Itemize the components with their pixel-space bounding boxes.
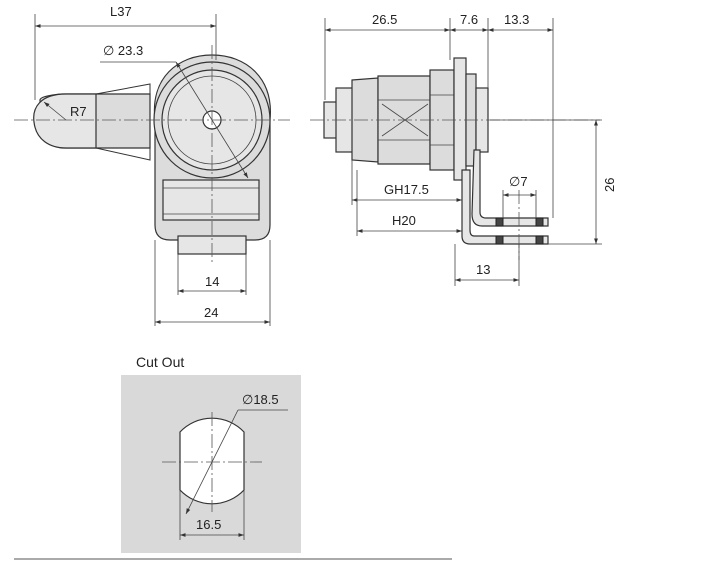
outer-width-dimension: 24 [204,305,218,320]
housing-diameter-dimension: ∅ 23.3 [103,43,143,58]
front-view: L37 ∅ 23.3 R7 14 24 [14,4,290,326]
height-dimension: H20 [392,213,416,228]
body-length-dimension: 26.5 [372,12,397,27]
cutout-diameter-dimension: ∅18.5 [242,392,279,407]
cutout-view: Cut Out ∅18.5 16.5 [121,354,301,553]
cam-height-dimension: 26 [602,178,617,192]
length-dimension: L37 [110,4,132,19]
lower-housing [162,179,260,221]
cutout-flat-width-dimension: 16.5 [196,517,221,532]
flange-dimension: 7.6 [460,12,478,27]
inner-width-dimension: 14 [205,274,219,289]
grip-height-dimension: GH17.5 [384,182,429,197]
cutout-title: Cut Out [136,354,184,370]
flange [453,57,467,181]
side-view: 26.5 7.6 13.3 GH17.5 H20 ∅7 26 13 [310,12,617,286]
handle-tip [33,93,97,149]
cam-hole-dimension: ∅7 [509,174,528,189]
cam-offset-dimension: 13.3 [504,12,529,27]
handle-radius-dimension: R7 [70,104,87,119]
cam-length-dimension: 13 [476,262,490,277]
